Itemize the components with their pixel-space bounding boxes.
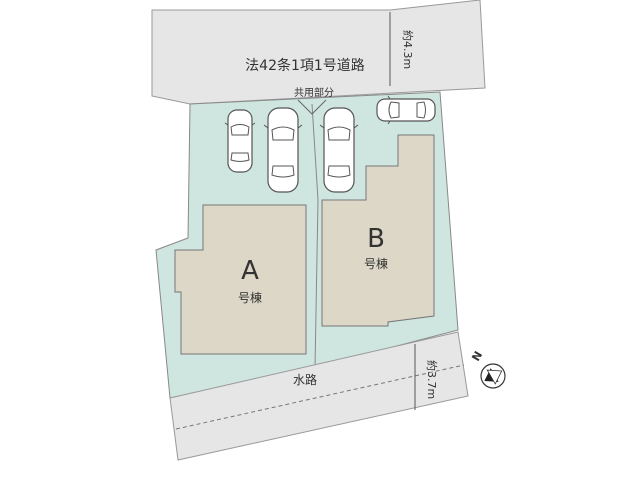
car-icon [376,95,436,125]
top-road [151,0,486,105]
waterway-centerline [175,364,465,430]
lot-divider-line [311,103,319,369]
building-a-suffix: 号棟 [238,290,262,305]
top-road-label: 法42条1項1号道路 [245,57,365,74]
compass-north-label: N [469,349,485,363]
car-icon [224,109,256,173]
car-icon [319,107,359,193]
top-road-width-label: 約4.3m [401,30,415,69]
building-b-letter: B [367,224,385,254]
building-a-letter: A [241,256,259,286]
car-icon [263,107,303,193]
compass-icon [480,363,506,389]
building-b-suffix: 号棟 [364,256,388,271]
waterway-label: 水路 [293,372,317,387]
building-a [174,204,307,355]
building-b [321,134,435,327]
waterway-width-label: 約3.7m [425,360,439,399]
waterway [169,331,469,461]
shared-area-marker [297,99,327,115]
shared-area-label: 共用部分 [294,86,334,99]
